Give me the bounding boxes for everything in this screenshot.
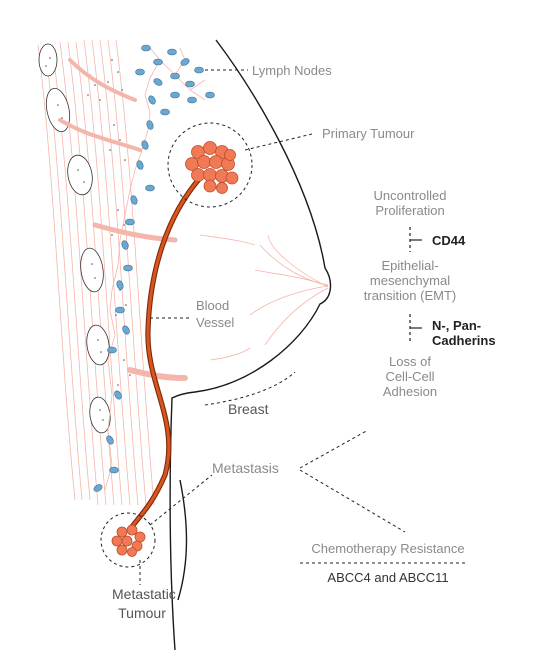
primary-tumour-cluster bbox=[167, 122, 253, 208]
breast-outline bbox=[169, 39, 332, 651]
leader-lines bbox=[139, 69, 468, 585]
emt-label: Epithelial- mesenchymal transition (EMT) bbox=[363, 258, 457, 303]
blood-vessel bbox=[127, 175, 203, 533]
metastatic-tumour-cluster bbox=[100, 512, 156, 568]
primary-tumour-label: Primary Tumour bbox=[322, 126, 415, 141]
metastasis-label: Metastasis bbox=[212, 460, 279, 476]
cadherins-marker-label: N-, Pan- Cadherins bbox=[432, 318, 496, 348]
lymph-nodes-label: Lymph Nodes bbox=[252, 63, 332, 78]
marker-brackets bbox=[409, 227, 422, 342]
muscle-bands bbox=[58, 58, 188, 381]
chemotherapy-resistance-label: Chemotherapy Resistance bbox=[311, 541, 465, 556]
blood-vessel-label: Blood Vessel bbox=[196, 298, 235, 330]
metastatic-tumour-label: Metastatic Tumour bbox=[112, 586, 176, 621]
cd44-marker-label: CD44 bbox=[432, 233, 466, 248]
breast-label: Breast bbox=[228, 401, 269, 417]
lymph-nodes bbox=[93, 44, 215, 492]
mammary-ducts bbox=[199, 234, 329, 361]
fat-speckles bbox=[45, 57, 131, 421]
loss-of-adhesion-label: Loss of Cell-Cell Adhesion bbox=[382, 354, 438, 399]
abcc-genes-label: ABCC4 and ABCC11 bbox=[327, 570, 449, 585]
uncontrolled-proliferation-label: Uncontrolled Proliferation bbox=[373, 188, 447, 218]
fat-lobules bbox=[38, 43, 111, 434]
